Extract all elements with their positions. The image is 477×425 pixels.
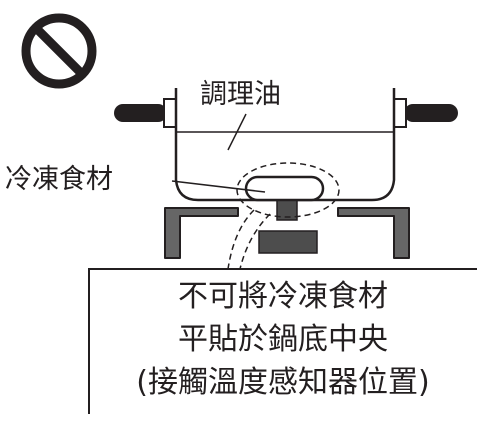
oil-leader-line xyxy=(227,113,247,151)
food-leader-line xyxy=(171,180,266,193)
stove-grate xyxy=(164,207,410,259)
callout-connector-right xyxy=(239,213,271,270)
note-box-border xyxy=(88,268,477,414)
frozen-food-label: 冷凍食材 xyxy=(5,164,113,195)
prohibited-circle-icon xyxy=(21,13,97,89)
oil-label: 調理油 xyxy=(200,79,281,110)
note-line-3: (接觸溫度感知器位置) xyxy=(136,365,430,400)
frozen-food-item xyxy=(244,175,325,202)
sensor-callout-ellipse xyxy=(236,162,340,218)
note-line-2: 平貼於鍋底中央 xyxy=(178,322,388,357)
note-line-1: 不可將冷凍食材 xyxy=(178,279,388,314)
pot-handle-right xyxy=(393,98,458,128)
callout-connector-left xyxy=(227,209,255,270)
pot-handle-left xyxy=(114,98,177,128)
temperature-sensor xyxy=(258,199,318,254)
